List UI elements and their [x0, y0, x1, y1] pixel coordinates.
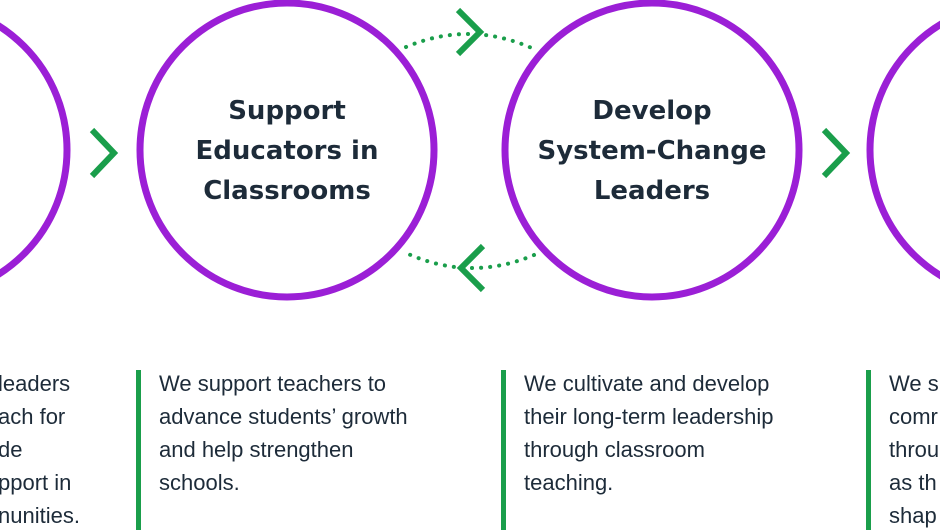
stage-1-description-line: de — [0, 437, 23, 462]
dotted-chevron-right-icon — [455, 7, 485, 57]
stage-3-accent-bar — [501, 370, 506, 530]
stage-2-description-line: schools. — [159, 470, 240, 495]
stage-4-description-line: comr — [889, 404, 938, 429]
stage-4-description-line: throu — [889, 437, 940, 462]
stage-2-title-line-2: Educators in — [196, 136, 379, 166]
stage-1-description: leaders ach for de pport in nunities. — [0, 367, 80, 530]
chevron-right-icon — [821, 127, 851, 179]
stage-3-title-line-1: Develop — [592, 96, 711, 126]
stage-1-description-line: nunities. — [0, 503, 80, 528]
dotted-chevron-left-icon — [456, 243, 486, 293]
stage-3-title-line-3: Leaders — [594, 176, 710, 206]
stage-circle-2: Support Educators in Classrooms — [136, 0, 438, 301]
stage-3-title-line-2: System-Change — [538, 136, 767, 166]
dotted-arc-bottom — [404, 251, 536, 270]
stage-2-title-line-3: Classrooms — [203, 176, 371, 206]
stage-3-description-line: through classroom — [524, 437, 705, 462]
stage-1-description-line: ach for — [0, 404, 66, 429]
stage-4-description-line: as th — [889, 470, 937, 495]
stage-3-description-line: their long-term leadership — [524, 404, 774, 429]
stage-1-description-line: pport in — [0, 470, 72, 495]
stage-3-description-line: We cultivate and develop — [524, 371, 770, 396]
stage-circle-4: l — [866, 20, 940, 280]
stage-2-description-line: and help strengthen — [159, 437, 354, 462]
stage-2-description-line: We support teachers to — [159, 371, 387, 396]
stage-1-description-line: leaders — [0, 371, 71, 396]
stage-4-description-line: shap — [889, 503, 937, 528]
chevron-right-icon — [89, 127, 119, 179]
cycle-forward-arrow — [404, 7, 536, 57]
stage-2-description: We support teachers to advance students’… — [159, 367, 408, 499]
stage-4-description-line: We s — [889, 371, 939, 396]
dotted-arc-top — [404, 32, 536, 51]
cycle-back-arrow — [404, 243, 536, 293]
stage-3-description-line: teaching. — [524, 470, 614, 495]
stage-2-accent-bar — [136, 370, 141, 530]
stage-circle-1: ng — [0, 22, 71, 278]
stage-4-accent-bar — [866, 370, 871, 530]
stage-4-description: We s comr throu as th shap — [889, 367, 939, 530]
stage-2-description-line: advance students’ growth — [159, 404, 408, 429]
stage-3-description: We cultivate and develop their long-term… — [524, 367, 773, 499]
stage-circle-3: Develop System-Change Leaders — [501, 0, 803, 301]
stage-2-title-line-1: Support — [228, 96, 346, 126]
